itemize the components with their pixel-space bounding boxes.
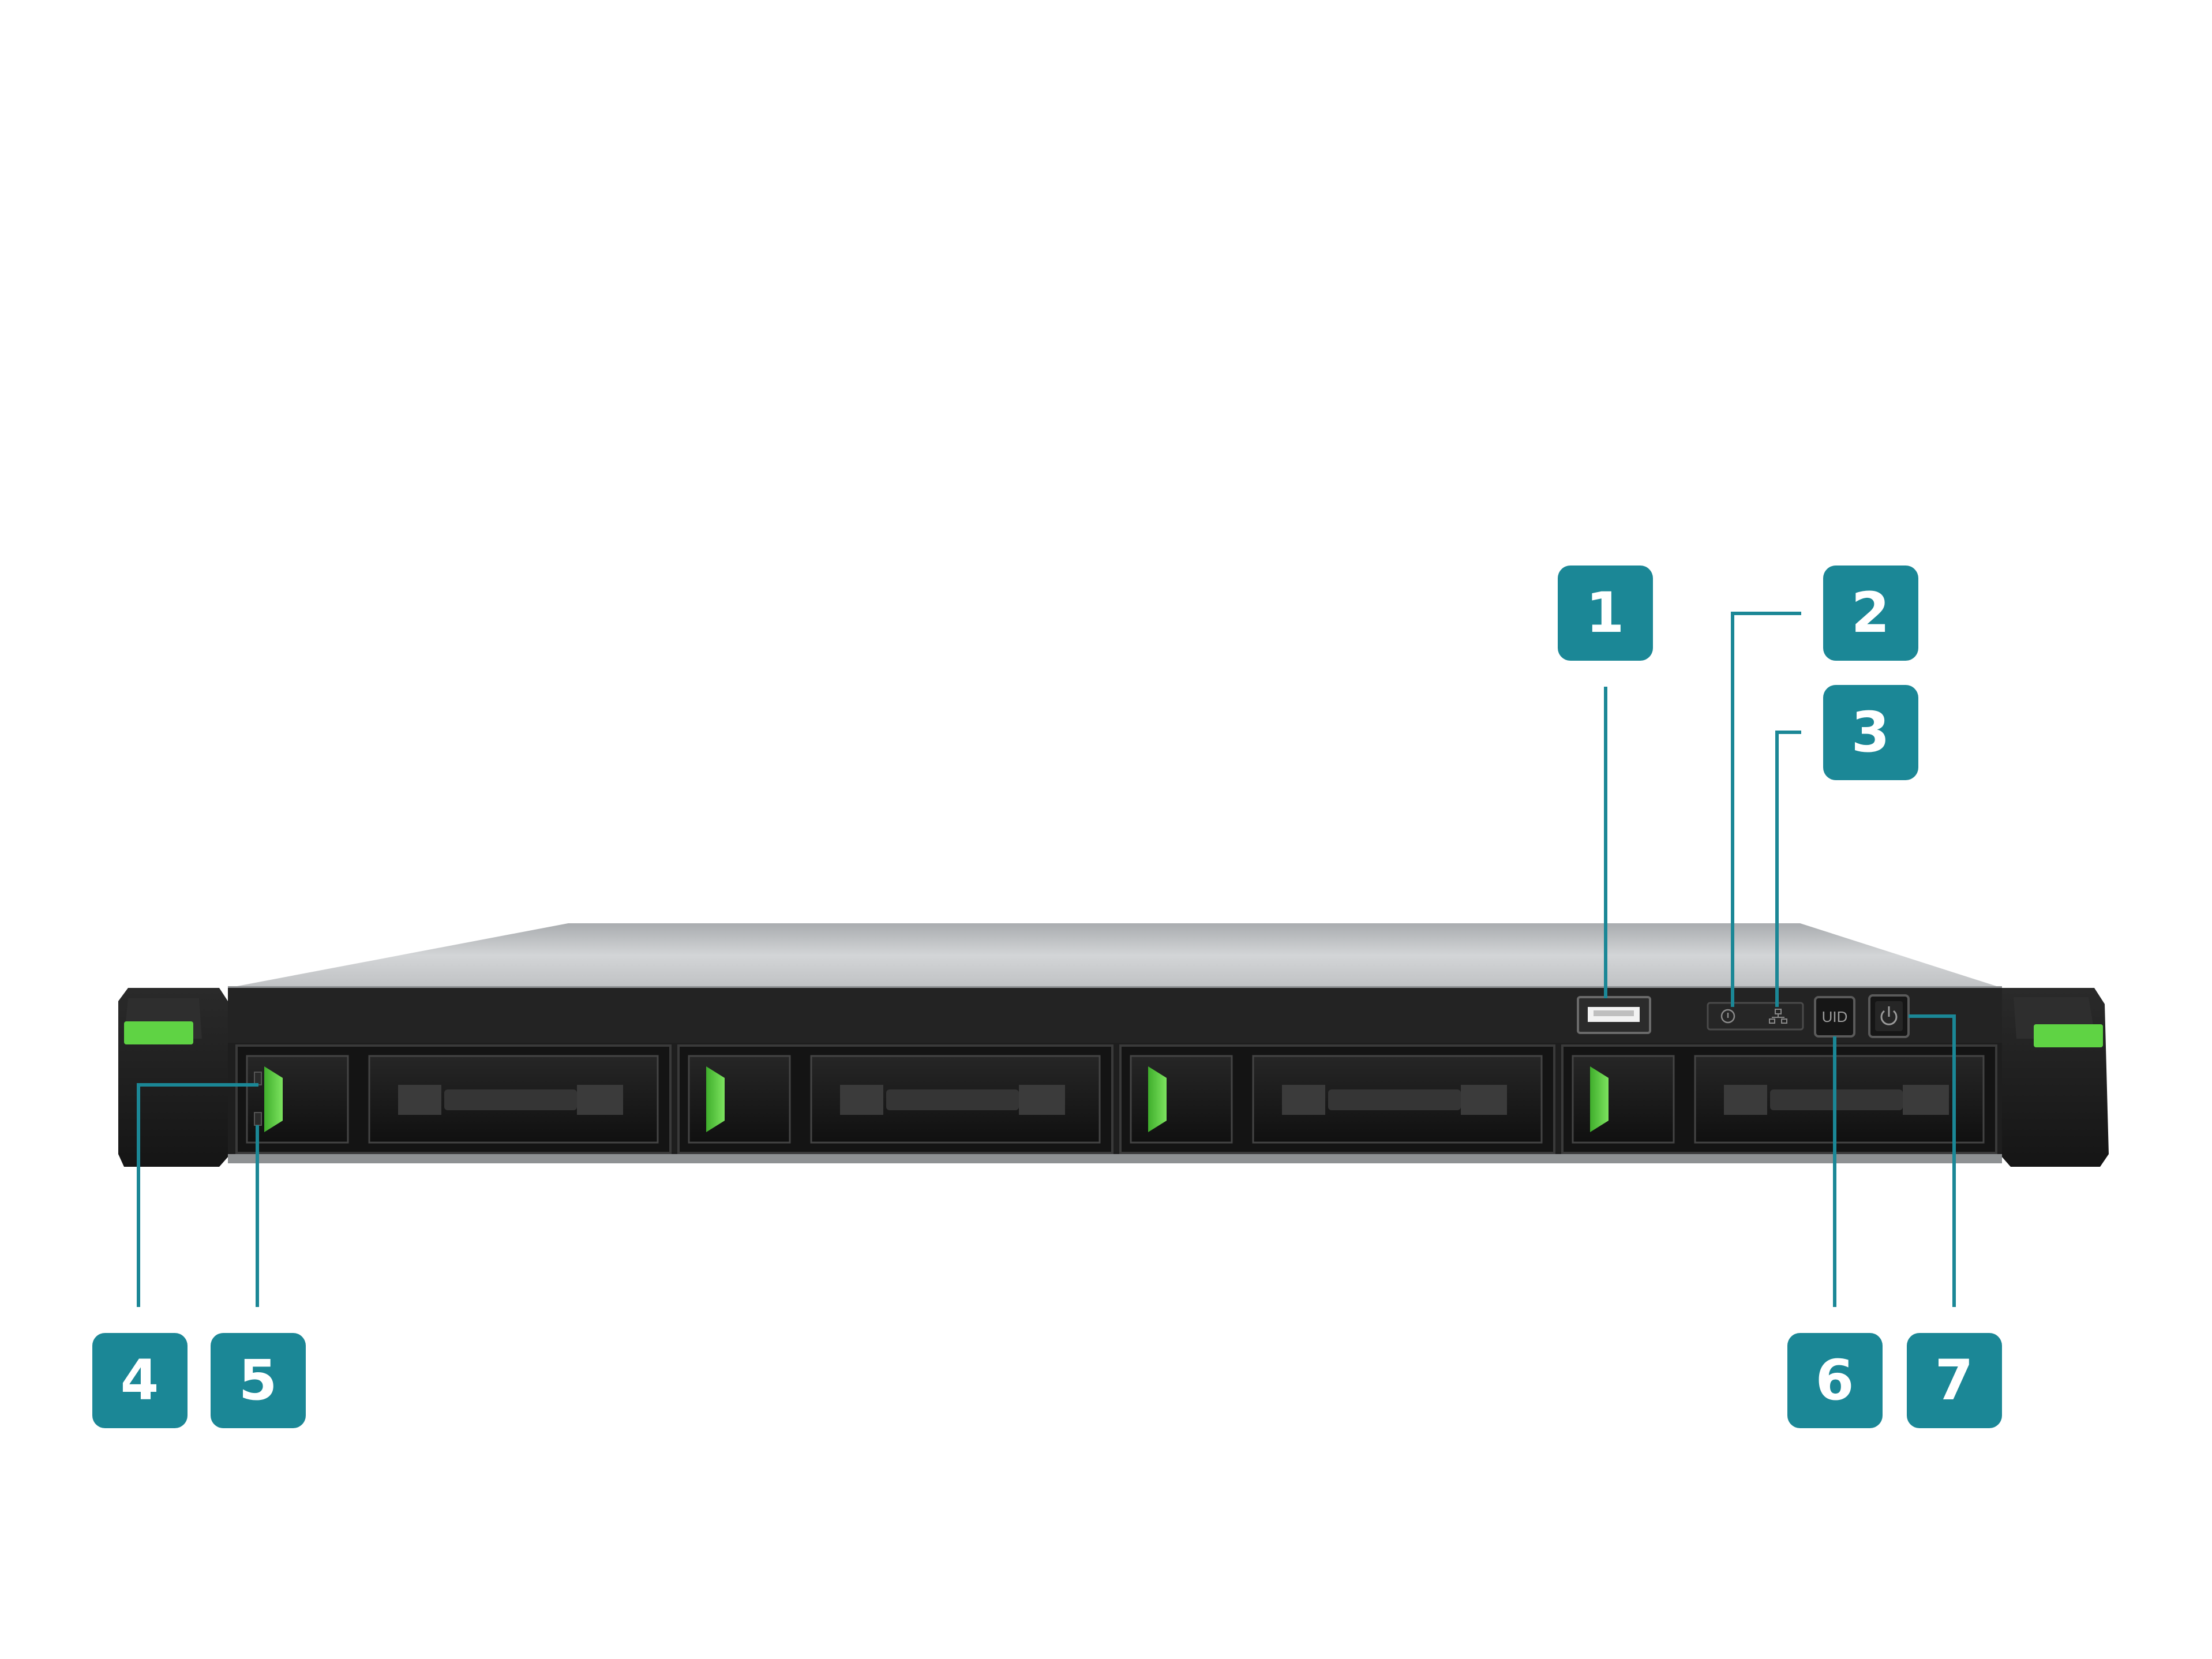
drive-bay-1[interactable] [235,1044,672,1154]
right-ear-green-strip [2034,1024,2103,1047]
leader-lines [137,612,1956,1307]
tray-release-latch[interactable] [706,1066,725,1132]
tray-release-latch[interactable] [1590,1066,1609,1132]
tray-grip-right [1903,1085,1949,1115]
usb-port[interactable] [1577,996,1651,1034]
tray-vent [1328,1089,1461,1110]
front-panel-bottom-rail [228,1154,2002,1163]
callout-label: 5 [239,1348,278,1413]
callout-badge-2: 2 [1823,566,1918,661]
bay-led-area [1130,1055,1233,1144]
tray-grip-left [398,1085,441,1115]
tray-grip-right [1461,1085,1507,1115]
callout-label: 2 [1851,581,1890,645]
bay-led-area [246,1055,349,1144]
callout-label: 4 [121,1348,159,1413]
tray-grip-left [1724,1085,1767,1115]
uid-button[interactable]: UID [1814,996,1855,1038]
leader-line-7 [1909,1014,1956,1307]
leader-line-4 [137,1083,258,1307]
uid-button-label: UID [1822,1008,1848,1025]
tray-release-latch[interactable] [264,1066,283,1132]
right-rack-ear [2002,988,2109,1167]
callout-label: 6 [1816,1348,1854,1413]
tray-vent [444,1089,577,1110]
callout-label: 7 [1935,1348,1974,1413]
tray-grip-right [1019,1085,1065,1115]
chassis-top-cover [228,923,2002,988]
callout-badge-6: 6 [1787,1333,1883,1428]
led-indicator-panel [1707,1002,1804,1031]
callout-label: 3 [1851,700,1890,765]
drive-bay-3[interactable] [1119,1044,1555,1154]
front-panel-upper-strip [228,988,2002,1043]
drive-bay-2[interactable] [677,1044,1114,1154]
callout-badge-3: 3 [1823,685,1918,780]
callout-label: 1 [1586,581,1625,645]
drive-activity-led [254,1112,262,1126]
tray-grip-left [1282,1085,1325,1115]
drive-bay-4[interactable] [1561,1044,1997,1154]
drive-status-led [254,1072,262,1085]
leader-line-3 [1775,731,1801,1007]
callout-badge-1: 1 [1558,566,1653,661]
callout-badge-7: 7 [1907,1333,2002,1428]
status-led-icon [1720,1009,1735,1024]
tray-grip-right [577,1085,623,1115]
power-button[interactable] [1868,994,1910,1038]
left-ear-green-strip [124,1021,193,1044]
left-rack-ear [118,988,228,1167]
tray-vent [886,1089,1019,1110]
callout-badge-4: 4 [92,1333,188,1428]
leader-line-2 [1731,612,1801,1007]
callout-badge-5: 5 [211,1333,306,1428]
tray-grip-left [840,1085,883,1115]
lan-led-icon [1769,1009,1787,1024]
power-icon [1880,1006,1898,1025]
bay-led-area [688,1055,791,1144]
tray-release-latch[interactable] [1148,1066,1167,1132]
bay-led-area [1572,1055,1675,1144]
